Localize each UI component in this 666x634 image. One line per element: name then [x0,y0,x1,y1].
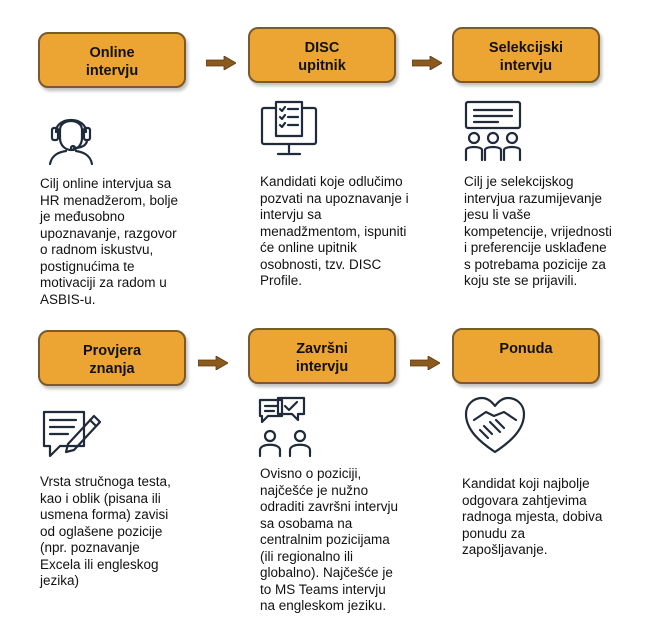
step-description: Ovisno o poziciji, najčešće je nužno odr… [260,466,399,613]
step-box-selekcijski-intervju: Selekcijski intervju [452,27,600,83]
step-title: Ponuda [499,341,553,357]
arrow-right-icon [410,356,440,370]
arrow-right-icon [412,56,442,70]
step-title: Online intervju [85,45,139,79]
step-description: Cilj je selekcijskog intervjua razumijev… [464,174,612,288]
group-meeting-icon [464,100,522,162]
step-box-ponuda: Ponuda [452,328,600,384]
step-description: Vrsta stručnoga testa, kao i oblik (pisa… [40,474,171,588]
step-box-online-intervju: Online intervju [38,32,186,88]
step-box-provjera-znanja: Provjera znanja [38,330,186,386]
headset-operator-icon [48,118,94,166]
step-title: Završni intervju [295,341,349,375]
questionnaire-monitor-icon [260,100,318,156]
step-box-disc-upitnik: DISC upitnik [248,27,396,83]
written-test-icon [42,410,102,458]
step-title: Provjera znanja [82,343,142,377]
step-description: Cilj online intervjua sa HR menadžerom, … [40,176,179,307]
step-box-zavrsni-intervju: Završni intervju [248,328,396,384]
step-title: DISC upitnik [298,40,346,74]
step-description: Kandidati koje odlučimo pozvati na upozn… [260,174,409,288]
two-people-chat-icon [258,396,312,458]
handshake-heart-icon [464,396,526,454]
step-title: Selekcijski intervju [488,40,564,74]
arrow-right-icon [206,56,236,70]
step-description: Kandidat koji najbolje odgovara zahtjevi… [462,476,603,557]
arrow-right-icon [198,356,228,370]
